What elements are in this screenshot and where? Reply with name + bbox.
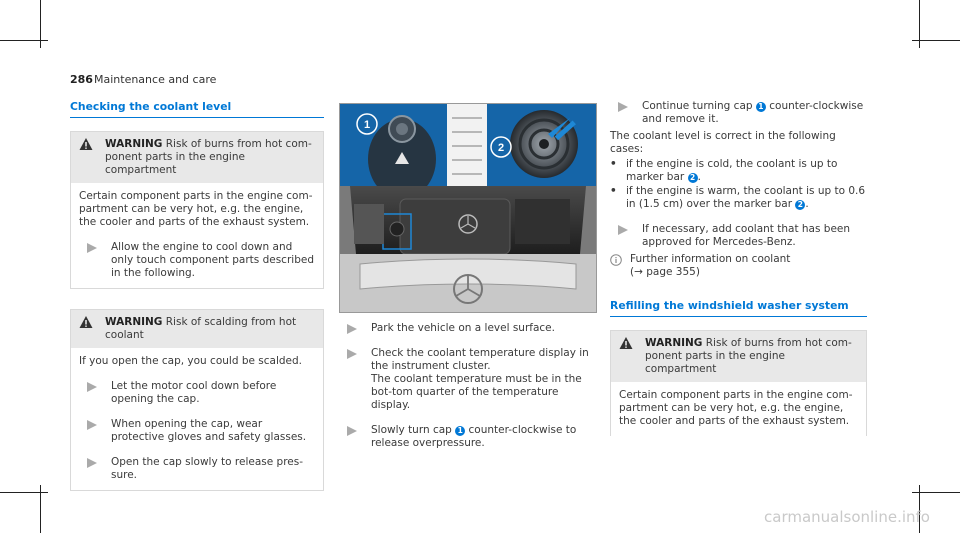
- column-middle: Park the vehicle on a level surface. Che…: [339, 322, 597, 450]
- section-title: Maintenance and care: [94, 73, 217, 86]
- instruction-step: Park the vehicle on a level surface.: [339, 322, 597, 335]
- instruction-step: When opening the cap, wear protective gl…: [79, 418, 315, 444]
- step-arrow-icon: [618, 225, 628, 235]
- warning-body: If you open the cap, you could be scalde…: [71, 348, 323, 490]
- list-item: • if the engine is cold, the coolant is …: [610, 158, 838, 183]
- warning-body: Certain component parts in the engine co…: [611, 382, 866, 436]
- bullet-icon: •: [610, 158, 617, 170]
- instruction-step: Slowly turn cap 1 counter-clockwise to r…: [339, 424, 597, 450]
- instruction-step: Continue turning cap 1 counter-clockwise…: [610, 100, 867, 126]
- instruction-step: Open the cap slowly to release pres-sure…: [79, 456, 315, 482]
- step-arrow-icon: [347, 349, 357, 359]
- column-right: Continue turning cap 1 counter-clockwise…: [610, 100, 867, 436]
- step-text: Check the coolant temperature display in…: [371, 347, 589, 372]
- crop-mark: [912, 492, 960, 493]
- instruction-step: Let the motor cool down before opening t…: [79, 380, 315, 406]
- warning-text: Certain component parts in the engine co…: [79, 190, 313, 228]
- page-reference-link[interactable]: (→ page 355): [630, 266, 700, 278]
- step-arrow-icon: [87, 382, 97, 392]
- step-note: The coolant temperature must be in the b…: [371, 373, 582, 411]
- instruction-step: Allow the engine to cool down and only t…: [79, 241, 315, 280]
- warning-header: WARNING Risk of scalding from hot coolan…: [71, 310, 323, 348]
- step-text-cont: counter-clockwise to release overpressur…: [371, 424, 577, 449]
- warning-title: WARNING: [105, 138, 163, 150]
- callout-2-label: 2: [498, 142, 504, 154]
- step-arrow-icon: [347, 426, 357, 436]
- step-arrow-icon: [618, 102, 628, 112]
- warning-box: WARNING Risk of burns from hot com- pone…: [610, 330, 867, 436]
- watermark-text: carmanualsonline.info: [764, 508, 930, 526]
- callout-1-label: 1: [364, 119, 370, 131]
- step-text: Open the cap slowly to release pres-sure…: [111, 456, 304, 481]
- warning-text: If you open the cap, you could be scalde…: [79, 355, 303, 367]
- step-arrow-icon: [87, 458, 97, 468]
- warning-triangle-icon: [79, 316, 93, 328]
- step-text: Let the motor cool down before opening t…: [111, 380, 277, 405]
- warning-triangle-icon: [79, 138, 93, 150]
- engine-bay-graphic: 1 2: [340, 104, 596, 312]
- callout-badge: 2: [687, 173, 698, 183]
- warning-summary-cont: ponent parts in the engine compartment: [105, 151, 245, 176]
- warning-header: WARNING Risk of burns from hot com- pone…: [71, 132, 323, 183]
- step-text: When opening the cap, wear protective gl…: [111, 418, 307, 443]
- warning-header: WARNING Risk of burns from hot com- pone…: [611, 331, 866, 382]
- step-arrow-icon: [87, 243, 97, 253]
- crop-mark: [40, 0, 41, 48]
- column-left: Checking the coolant level WARNING Risk …: [70, 100, 324, 491]
- crop-mark: [40, 485, 41, 533]
- callout-badge: 2: [795, 200, 806, 210]
- list-item-text: if the engine is warm, the coolant is up…: [626, 185, 866, 210]
- crop-mark: [912, 40, 960, 41]
- warning-box: WARNING Risk of burns from hot com- pone…: [70, 131, 324, 289]
- engine-compartment-illustration: 1 2: [339, 103, 597, 313]
- instruction-step: Check the coolant temperature display in…: [339, 347, 597, 412]
- warning-body: Certain component parts in the engine co…: [71, 183, 323, 288]
- callout-badge: 1: [455, 426, 466, 436]
- step-text-cont: counter-clockwise and remove it.: [642, 100, 864, 125]
- info-icon: [610, 254, 622, 266]
- crop-mark: [919, 0, 920, 48]
- warning-triangle-icon: [619, 337, 633, 349]
- list-item: • if the engine is warm, the coolant is …: [610, 185, 866, 210]
- crop-mark: [0, 40, 48, 41]
- warning-summary: Risk of scalding from hot coolant: [105, 316, 297, 341]
- warning-summary: Risk of burns from hot com-: [165, 138, 312, 150]
- warning-summary: Risk of burns from hot com-: [705, 337, 852, 349]
- step-text: Park the vehicle on a level surface.: [371, 322, 555, 334]
- warning-title: WARNING: [645, 337, 703, 349]
- instruction-step: If necessary, add coolant that has been …: [610, 223, 867, 249]
- warning-summary-cont: ponent parts in the engine compartment: [645, 350, 785, 375]
- step-text: Slowly turn cap: [371, 424, 452, 436]
- info-text: Further information on coolant: [630, 253, 791, 265]
- step-arrow-icon: [347, 324, 357, 334]
- page-number: 286: [70, 73, 93, 86]
- crop-mark: [919, 485, 920, 533]
- step-arrow-icon: [87, 420, 97, 430]
- callout-badge: 1: [755, 102, 766, 112]
- step-text: Continue turning cap: [642, 100, 753, 112]
- info-note: Further information on coolant (→ page 3…: [610, 253, 867, 279]
- list-item-text: if the engine is cold, the coolant is up…: [626, 158, 838, 183]
- condition-list: • if the engine is cold, the coolant is …: [610, 158, 867, 211]
- warning-text: Certain component parts in the engine co…: [619, 389, 853, 427]
- step-text: If necessary, add coolant that has been …: [642, 223, 851, 248]
- warning-box: WARNING Risk of scalding from hot coolan…: [70, 309, 324, 491]
- crop-mark: [0, 492, 48, 493]
- body-text: The coolant level is correct in the foll…: [610, 130, 836, 155]
- section-heading: Refilling the windshield washer system: [610, 299, 867, 317]
- warning-title: WARNING: [105, 316, 163, 328]
- step-text: Allow the engine to cool down and only t…: [111, 241, 314, 279]
- section-heading: Checking the coolant level: [70, 100, 324, 118]
- bullet-icon: •: [610, 185, 617, 197]
